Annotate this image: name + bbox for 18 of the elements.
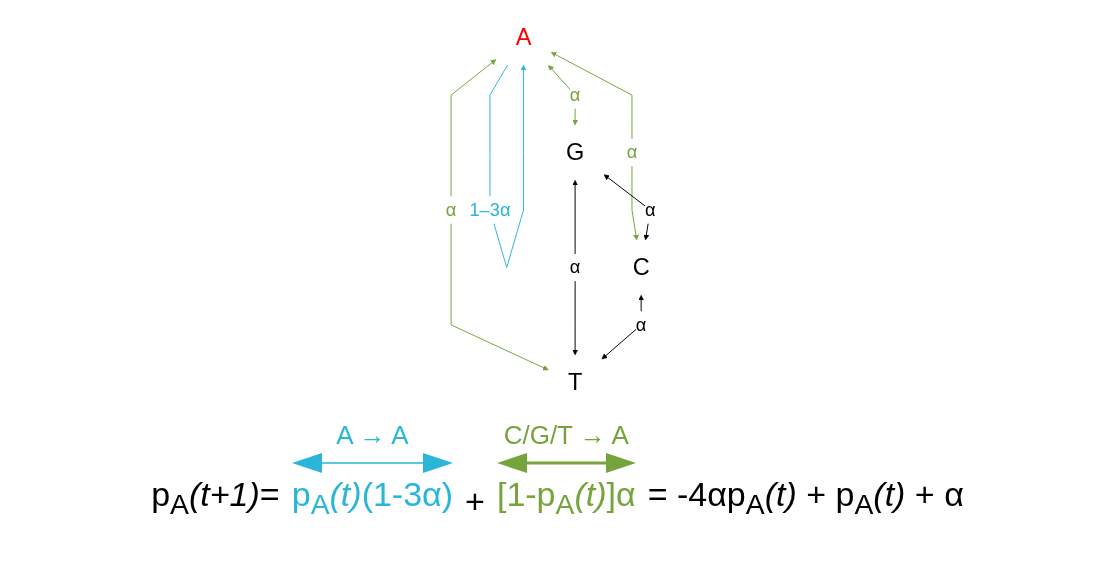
- edge-label: α: [635, 314, 647, 335]
- node-text: G: [565, 138, 585, 166]
- equation-term: p$_{A}$(t)(1-3α): [291, 475, 454, 521]
- equation-term: +: [465, 481, 485, 521]
- bracket-caption: A → A: [336, 420, 409, 451]
- node-text: C: [632, 253, 650, 281]
- edge-label: 1–3α: [469, 199, 511, 220]
- edge-label: α: [626, 142, 638, 163]
- equation-term: [1-p$_{A}$(t)]α: [496, 475, 636, 521]
- equation-term: = -4αp$_{A}$(t) + p$_{A}$(t) + α: [647, 475, 964, 521]
- edge-label: α: [445, 199, 457, 220]
- edge-label: α: [569, 257, 581, 278]
- edge-label: α: [569, 84, 581, 105]
- node-text: T: [567, 368, 583, 396]
- node-text: A: [515, 23, 532, 51]
- equation-term: p$_{A}$(t+1)=: [151, 475, 280, 521]
- edge-label: α: [645, 199, 656, 220]
- bracket-caption: C/G/T → A: [503, 420, 629, 451]
